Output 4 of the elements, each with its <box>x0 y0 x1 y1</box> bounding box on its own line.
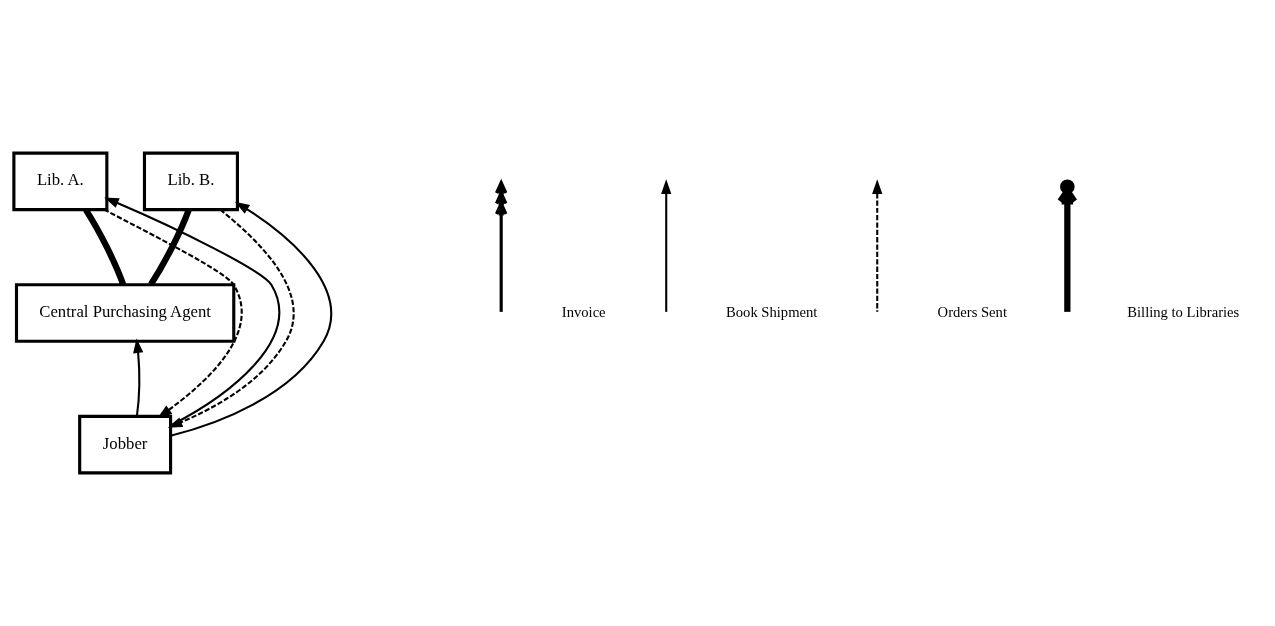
legend-label: Orders Sent <box>937 303 1007 320</box>
legend-label: Invoice <box>561 303 606 320</box>
legend-label: Billing to Libraries <box>1127 303 1240 320</box>
legend-label: Book Shipment <box>726 303 818 320</box>
